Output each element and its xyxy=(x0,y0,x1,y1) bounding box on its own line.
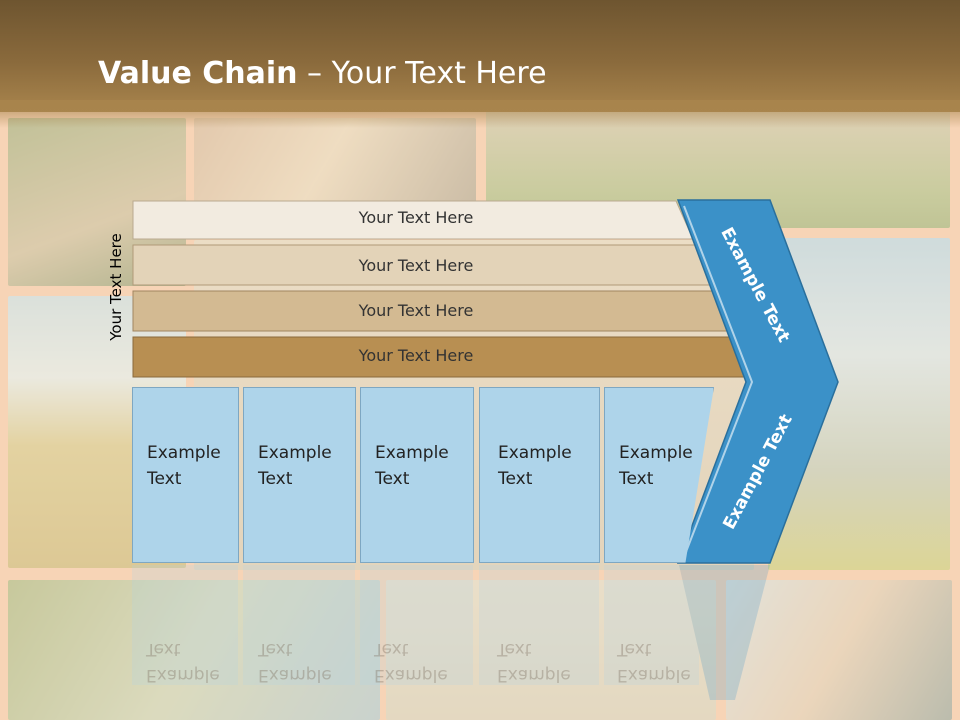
reflect-text-2-line1: Example xyxy=(258,665,332,685)
box-1-line1: Example xyxy=(147,443,221,463)
activity-box-2: Example Text xyxy=(243,387,356,563)
reflect-text-1: Example Text xyxy=(146,636,220,688)
reflect-text-3-line1: Example xyxy=(374,665,448,685)
reflect-text-2-line2: Text xyxy=(258,639,293,659)
box-1-line2: Text xyxy=(147,469,182,489)
reflect-text-3-line2: Text xyxy=(374,639,409,659)
reflect-text-4-line1: Example xyxy=(497,665,571,685)
tier-2-label: Your Text Here xyxy=(358,256,474,275)
box-2-line2: Text xyxy=(258,469,293,489)
activity-box-4: Example Text xyxy=(479,387,600,563)
slide-title: Value Chain – Your Text Here xyxy=(98,56,547,91)
reflect-text-3: Example Text xyxy=(374,636,448,688)
reflect-box-1 xyxy=(132,565,238,685)
box-4-line1: Example xyxy=(498,443,572,463)
reflect-text-5-line2: Text xyxy=(617,639,652,659)
reflect-text-5-line1: Example xyxy=(617,665,691,685)
activity-box-3: Example Text xyxy=(360,387,474,563)
reflect-box-3 xyxy=(360,565,473,685)
title-rest: – Your Text Here xyxy=(297,56,547,91)
reflect-box-2 xyxy=(243,565,355,685)
reflect-arrow xyxy=(679,565,770,700)
reflection-shapes xyxy=(132,565,770,700)
tier-3-label: Your Text Here xyxy=(358,301,474,320)
chevron-highlight xyxy=(683,205,754,558)
reflect-text-5: Example Text xyxy=(617,636,691,688)
tier-1-label: Your Text Here xyxy=(358,208,474,227)
title-bold: Value Chain xyxy=(98,56,298,91)
reflect-text-4-line2: Text xyxy=(497,639,532,659)
box-5-line1: Example xyxy=(619,443,693,463)
reflect-text-4: Example Text xyxy=(497,636,571,688)
activity-box-1: Example Text xyxy=(132,387,239,563)
box-3-line2: Text xyxy=(375,469,410,489)
box-3-line1: Example xyxy=(375,443,449,463)
reflect-text-1-line2: Text xyxy=(146,639,181,659)
reflect-box-5 xyxy=(604,565,699,685)
box-2-line1: Example xyxy=(258,443,332,463)
reflect-text-2: Example Text xyxy=(258,636,332,688)
header-fade xyxy=(0,100,960,128)
reflect-text-1-line1: Example xyxy=(146,665,220,685)
box-5-line2: Text xyxy=(619,469,654,489)
box-4-line2: Text xyxy=(498,469,533,489)
reflect-box-4 xyxy=(479,565,599,685)
tier-4-label: Your Text Here xyxy=(358,346,474,365)
header-band xyxy=(0,0,960,112)
